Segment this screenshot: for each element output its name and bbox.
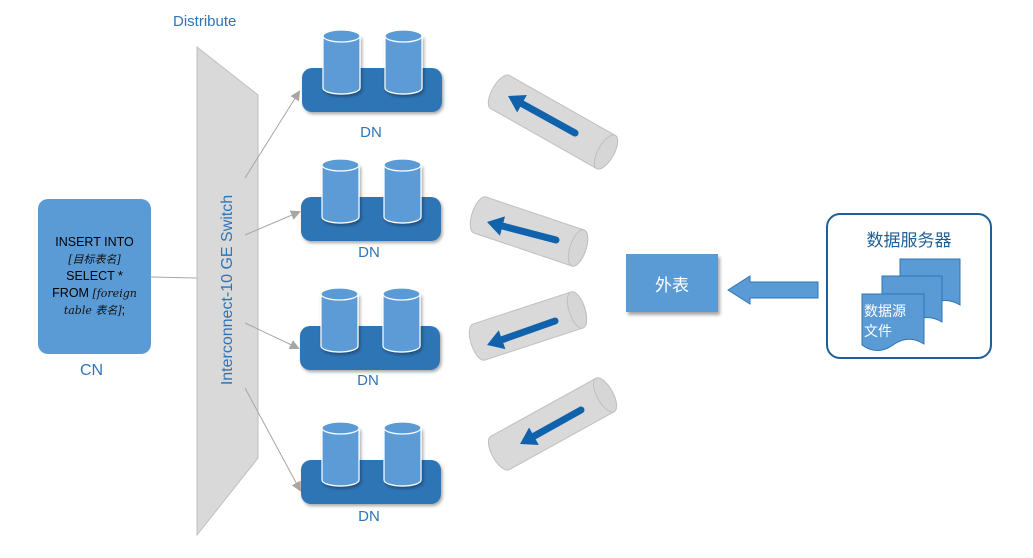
file-label-line: 数据源 [864, 303, 906, 319]
dn-label: DN [360, 124, 382, 141]
dn-label: DN [358, 244, 380, 261]
transfer-pipe [468, 291, 588, 361]
data-node[interactable] [302, 29, 442, 112]
sql-placeholder: table 表名] [63, 304, 122, 317]
sql-placeholder: [foreign [92, 287, 137, 300]
sql-line: INSERT INTO [55, 235, 134, 249]
flow-arrow-shaft [498, 222, 560, 244]
pipe-group [468, 74, 619, 471]
switch-dn4-arrow [244, 387, 301, 492]
distribute-label: Distribute [173, 13, 237, 30]
data-server-title: 数据服务器 [866, 231, 952, 250]
data-node[interactable] [301, 421, 441, 504]
database-cylinder-icon [383, 158, 422, 224]
transfer-pipe [487, 74, 619, 170]
cn-label: CN [80, 362, 104, 379]
database-cylinder-icon [384, 29, 423, 95]
sql-line: FROM [foreign [52, 285, 137, 302]
foreign-table-box[interactable]: 外表 [626, 254, 718, 312]
database-cylinder-icon [383, 421, 422, 487]
data-node[interactable] [300, 287, 440, 370]
flow-arrow-head-icon [520, 427, 539, 445]
file-label-line: 文件 [864, 323, 892, 339]
flow-arrow-head-icon [487, 216, 506, 236]
flow-arrow-head-icon [487, 330, 506, 350]
sql-terminator: ; [121, 303, 126, 317]
flow-arrow-shaft [498, 317, 559, 344]
cn-switch-link [150, 276, 198, 279]
flow-arrow-shaft [518, 100, 579, 137]
database-cylinder-icon [321, 158, 360, 224]
flow-arrow-shaft [530, 406, 585, 440]
database-cylinder-icon [382, 287, 421, 353]
switch-dn2-arrow [244, 210, 301, 236]
transfer-pipe [487, 377, 618, 471]
sql-line: [目标表名] [68, 253, 121, 266]
switch-label: Interconnect-10 GE Switch [219, 194, 236, 386]
load-arrow-icon [727, 275, 819, 305]
sql-line: SELECT * [66, 269, 123, 283]
data-server-box[interactable] [826, 213, 992, 359]
flow-arrow-head-icon [508, 94, 527, 113]
dn-label: DN [357, 372, 379, 389]
database-cylinder-icon [320, 287, 359, 353]
data-source-file-label: 数据源 文件 [864, 301, 906, 341]
database-cylinder-icon [322, 29, 361, 95]
switch-shape [196, 45, 259, 537]
data-node[interactable] [301, 158, 441, 241]
cn-node[interactable]: INSERT INTO [目标表名] SELECT * FROM [foreig… [38, 199, 151, 354]
sql-line: table 表名]; [64, 302, 125, 319]
transfer-pipe [469, 196, 589, 267]
sql-keyword: FROM [52, 286, 93, 300]
switch-dn3-arrow [244, 322, 300, 350]
database-cylinder-icon [321, 421, 360, 487]
data-node-group [300, 29, 442, 504]
data-source-files-icon [861, 258, 961, 351]
switch-dn1-arrow [244, 90, 301, 179]
dn-label: DN [358, 508, 380, 525]
